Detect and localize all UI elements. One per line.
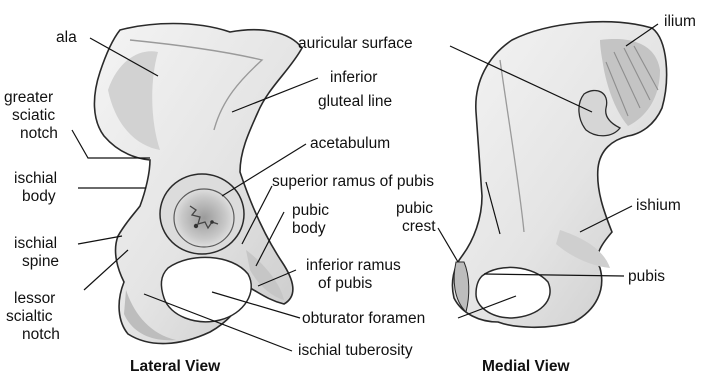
label-ischial-body-2: body (22, 188, 56, 205)
label-ischial-spine-1: ischial (14, 235, 57, 252)
label-obturator-foramen: obturator foramen (302, 310, 425, 327)
caption-medial-view: Medial View (482, 358, 571, 375)
label-pubis: pubis (628, 268, 665, 285)
acetabulum-cup (174, 189, 234, 247)
label-lessor-sciatic-notch-2: scialtic (6, 308, 53, 325)
label-ishium: ishium (636, 197, 681, 214)
label-lessor-sciatic-notch-3: notch (22, 326, 60, 343)
label-ischial-body-1: ischial (14, 170, 57, 187)
label-superior-ramus-of-pubis: superior ramus of pubis (272, 173, 434, 190)
caption-lateral-view: Lateral View (130, 358, 221, 375)
label-acetabulum: acetabulum (310, 135, 390, 152)
label-pubic-crest-1: pubic (396, 200, 433, 217)
acetabular-notch-dot-1 (194, 224, 198, 228)
label-inferior-ramus-of-pubis-2: of pubis (318, 275, 373, 292)
pubic-symphysis-shadow (454, 262, 469, 312)
obturator-foramen-opening (161, 257, 251, 321)
label-greater-sciatic-notch-2: sciatic (12, 107, 55, 124)
label-pubic-crest-2: crest (402, 218, 436, 235)
label-auricular-surface: auricular surface (298, 35, 413, 52)
label-pubic-body-1: pubic (292, 202, 329, 219)
label-pubic-body-2: body (292, 220, 326, 237)
label-greater-sciatic-notch-3: notch (20, 125, 58, 142)
label-inferior-ramus-of-pubis-1: inferior ramus (306, 257, 401, 274)
label-ischial-spine-2: spine (22, 253, 59, 270)
label-ala: ala (56, 29, 77, 46)
label-inferior-gluteal-line-1: inferior (330, 69, 377, 86)
label-inferior-gluteal-line-2: gluteal line (318, 93, 392, 110)
label-ischial-tuberosity: ischial tuberosity (298, 342, 413, 359)
label-lessor-sciatic-notch-1: lessor (14, 290, 55, 307)
label-greater-sciatic-notch-1: greater (4, 89, 53, 106)
label-ilium: ilium (664, 13, 696, 30)
lateral-view-bone (94, 24, 302, 344)
leader-pubic-crest (438, 228, 458, 262)
acetabular-notch-dot-2 (210, 220, 214, 224)
